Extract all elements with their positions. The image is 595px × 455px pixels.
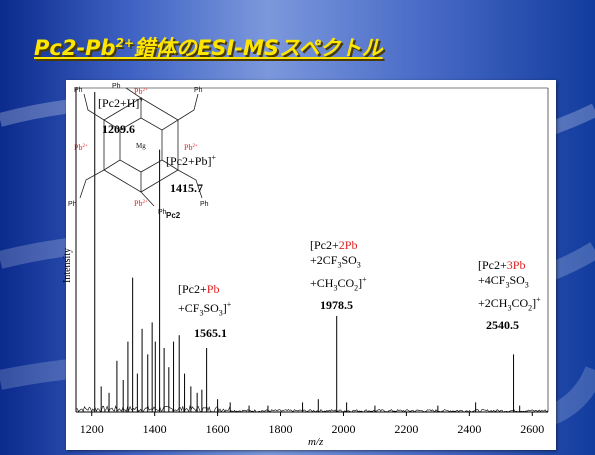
- spectrum-panel: 1200 1400 1600 1800 2000 2200 2400 2600 m/z Int…: [62, 80, 556, 450]
- x-tick-label: 1200: [79, 422, 104, 436]
- metal-center-label: Mg: [136, 142, 146, 150]
- peak-annotation-1565: [Pc2+Pb +CF3SO3]+: [178, 282, 232, 318]
- slide-title: Pc2-Pb2+錯体のESI-MSスペクトル: [34, 36, 383, 60]
- peak-annotation-2540: [Pc2+3Pb +4CF3SO3 +2CH3CO2]+: [478, 258, 541, 313]
- baseline-noise: [75, 405, 548, 413]
- lead-label-top: Pb2+: [134, 87, 148, 96]
- lead-label-left: Pb2+: [74, 143, 88, 152]
- x-tick-label: 1400: [142, 422, 167, 436]
- peak-annotation-1978: [Pc2+2Pb +2CF3SO3 +CH3CO2]+: [310, 238, 367, 293]
- peak-mz-2540: 2540.5: [486, 318, 519, 332]
- ph-label-1: Ph: [74, 87, 83, 94]
- ph-label-2: Ph: [194, 87, 203, 94]
- peak-mz-1565: 1565.1: [194, 326, 227, 340]
- ph-label-6: Ph: [158, 209, 167, 216]
- peak-annotation-1415: [Pc2+Pb]+: [166, 153, 216, 168]
- peak-mz-1415: 1415.7: [170, 181, 203, 195]
- x-tick-label: 1600: [205, 422, 230, 436]
- lead-label-bottom: Pb2+: [134, 199, 148, 208]
- peak-mz-1978: 1978.5: [320, 298, 353, 312]
- ph-label-4: Ph: [200, 201, 209, 208]
- x-tick-label: 2400: [457, 422, 482, 436]
- peak-annotation-1209: [Pc2+H]+: [98, 95, 144, 110]
- pc2-structure-diagram: Pb2+ Pb2+ Pb2+ Pb2+ Mg Ph Ph Ph Ph Ph Ph…: [68, 83, 209, 220]
- x-tick-label: 2600: [520, 422, 545, 436]
- structure-name-label: Pc2: [166, 211, 181, 220]
- ph-label-3: Ph: [68, 201, 77, 208]
- y-axis-label: Intensity: [62, 248, 73, 283]
- x-tick-label: 1800: [268, 422, 293, 436]
- ms-spectrum-chart: [75, 87, 549, 416]
- x-tick-label: 2000: [331, 422, 356, 436]
- lead-label-right: Pb2+: [184, 143, 198, 152]
- x-axis-label: m/z: [308, 436, 324, 448]
- x-tick-label: 2200: [394, 422, 419, 436]
- ph-label-5: Ph: [112, 83, 121, 90]
